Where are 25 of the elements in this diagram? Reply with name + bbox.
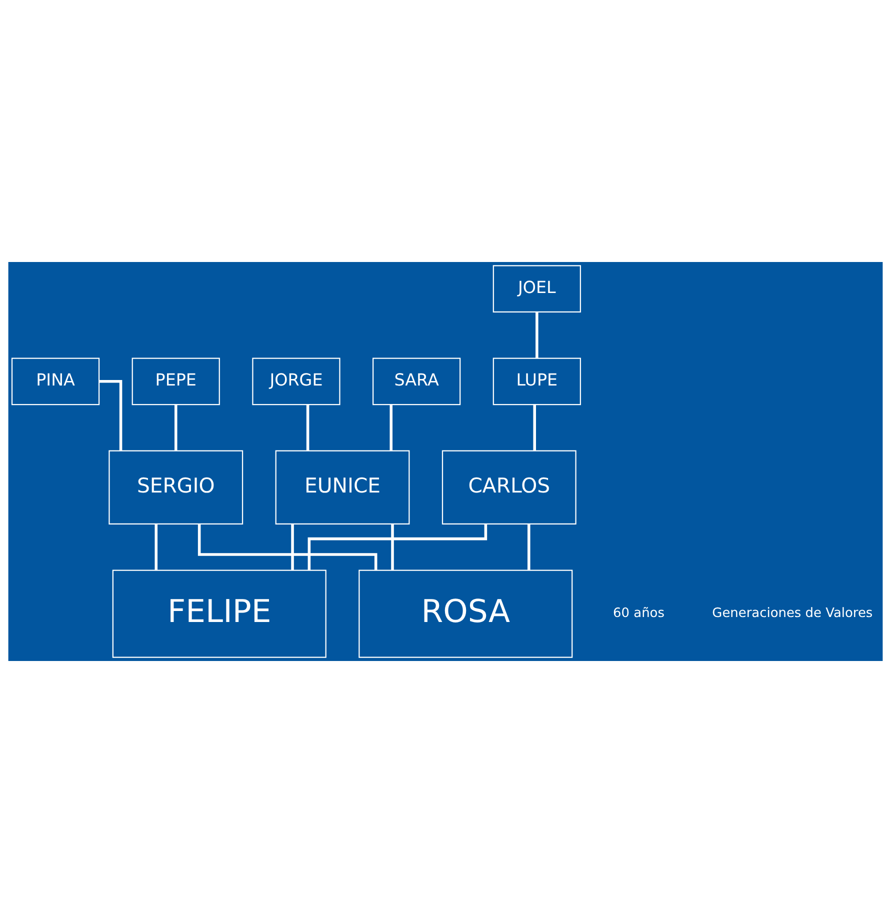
node-box: JORGE	[252, 357, 340, 405]
connector	[533, 404, 536, 450]
connector	[99, 380, 122, 450]
connector	[174, 404, 178, 450]
connector	[391, 524, 394, 570]
label: 60 años	[613, 606, 664, 621]
connector	[154, 524, 158, 570]
node-box: FELIPE	[112, 569, 326, 658]
node-box: ROSA	[358, 569, 573, 658]
connector	[291, 524, 294, 570]
node-box: CARLOS	[442, 450, 576, 524]
label: Generaciones de Valores	[712, 606, 873, 621]
node-box: PEPE	[132, 357, 220, 405]
connector	[390, 404, 392, 450]
node-box: PINA	[11, 357, 100, 405]
node-box: LUPE	[492, 357, 581, 405]
connector	[536, 312, 538, 358]
connector	[528, 524, 530, 570]
connector	[308, 524, 488, 570]
node-box: SERGIO	[108, 450, 244, 524]
node-box: EUNICE	[275, 450, 410, 524]
connector	[198, 524, 378, 570]
node-box: JOEL	[492, 264, 581, 312]
node-box: SARA	[372, 357, 461, 405]
connector	[306, 404, 310, 450]
